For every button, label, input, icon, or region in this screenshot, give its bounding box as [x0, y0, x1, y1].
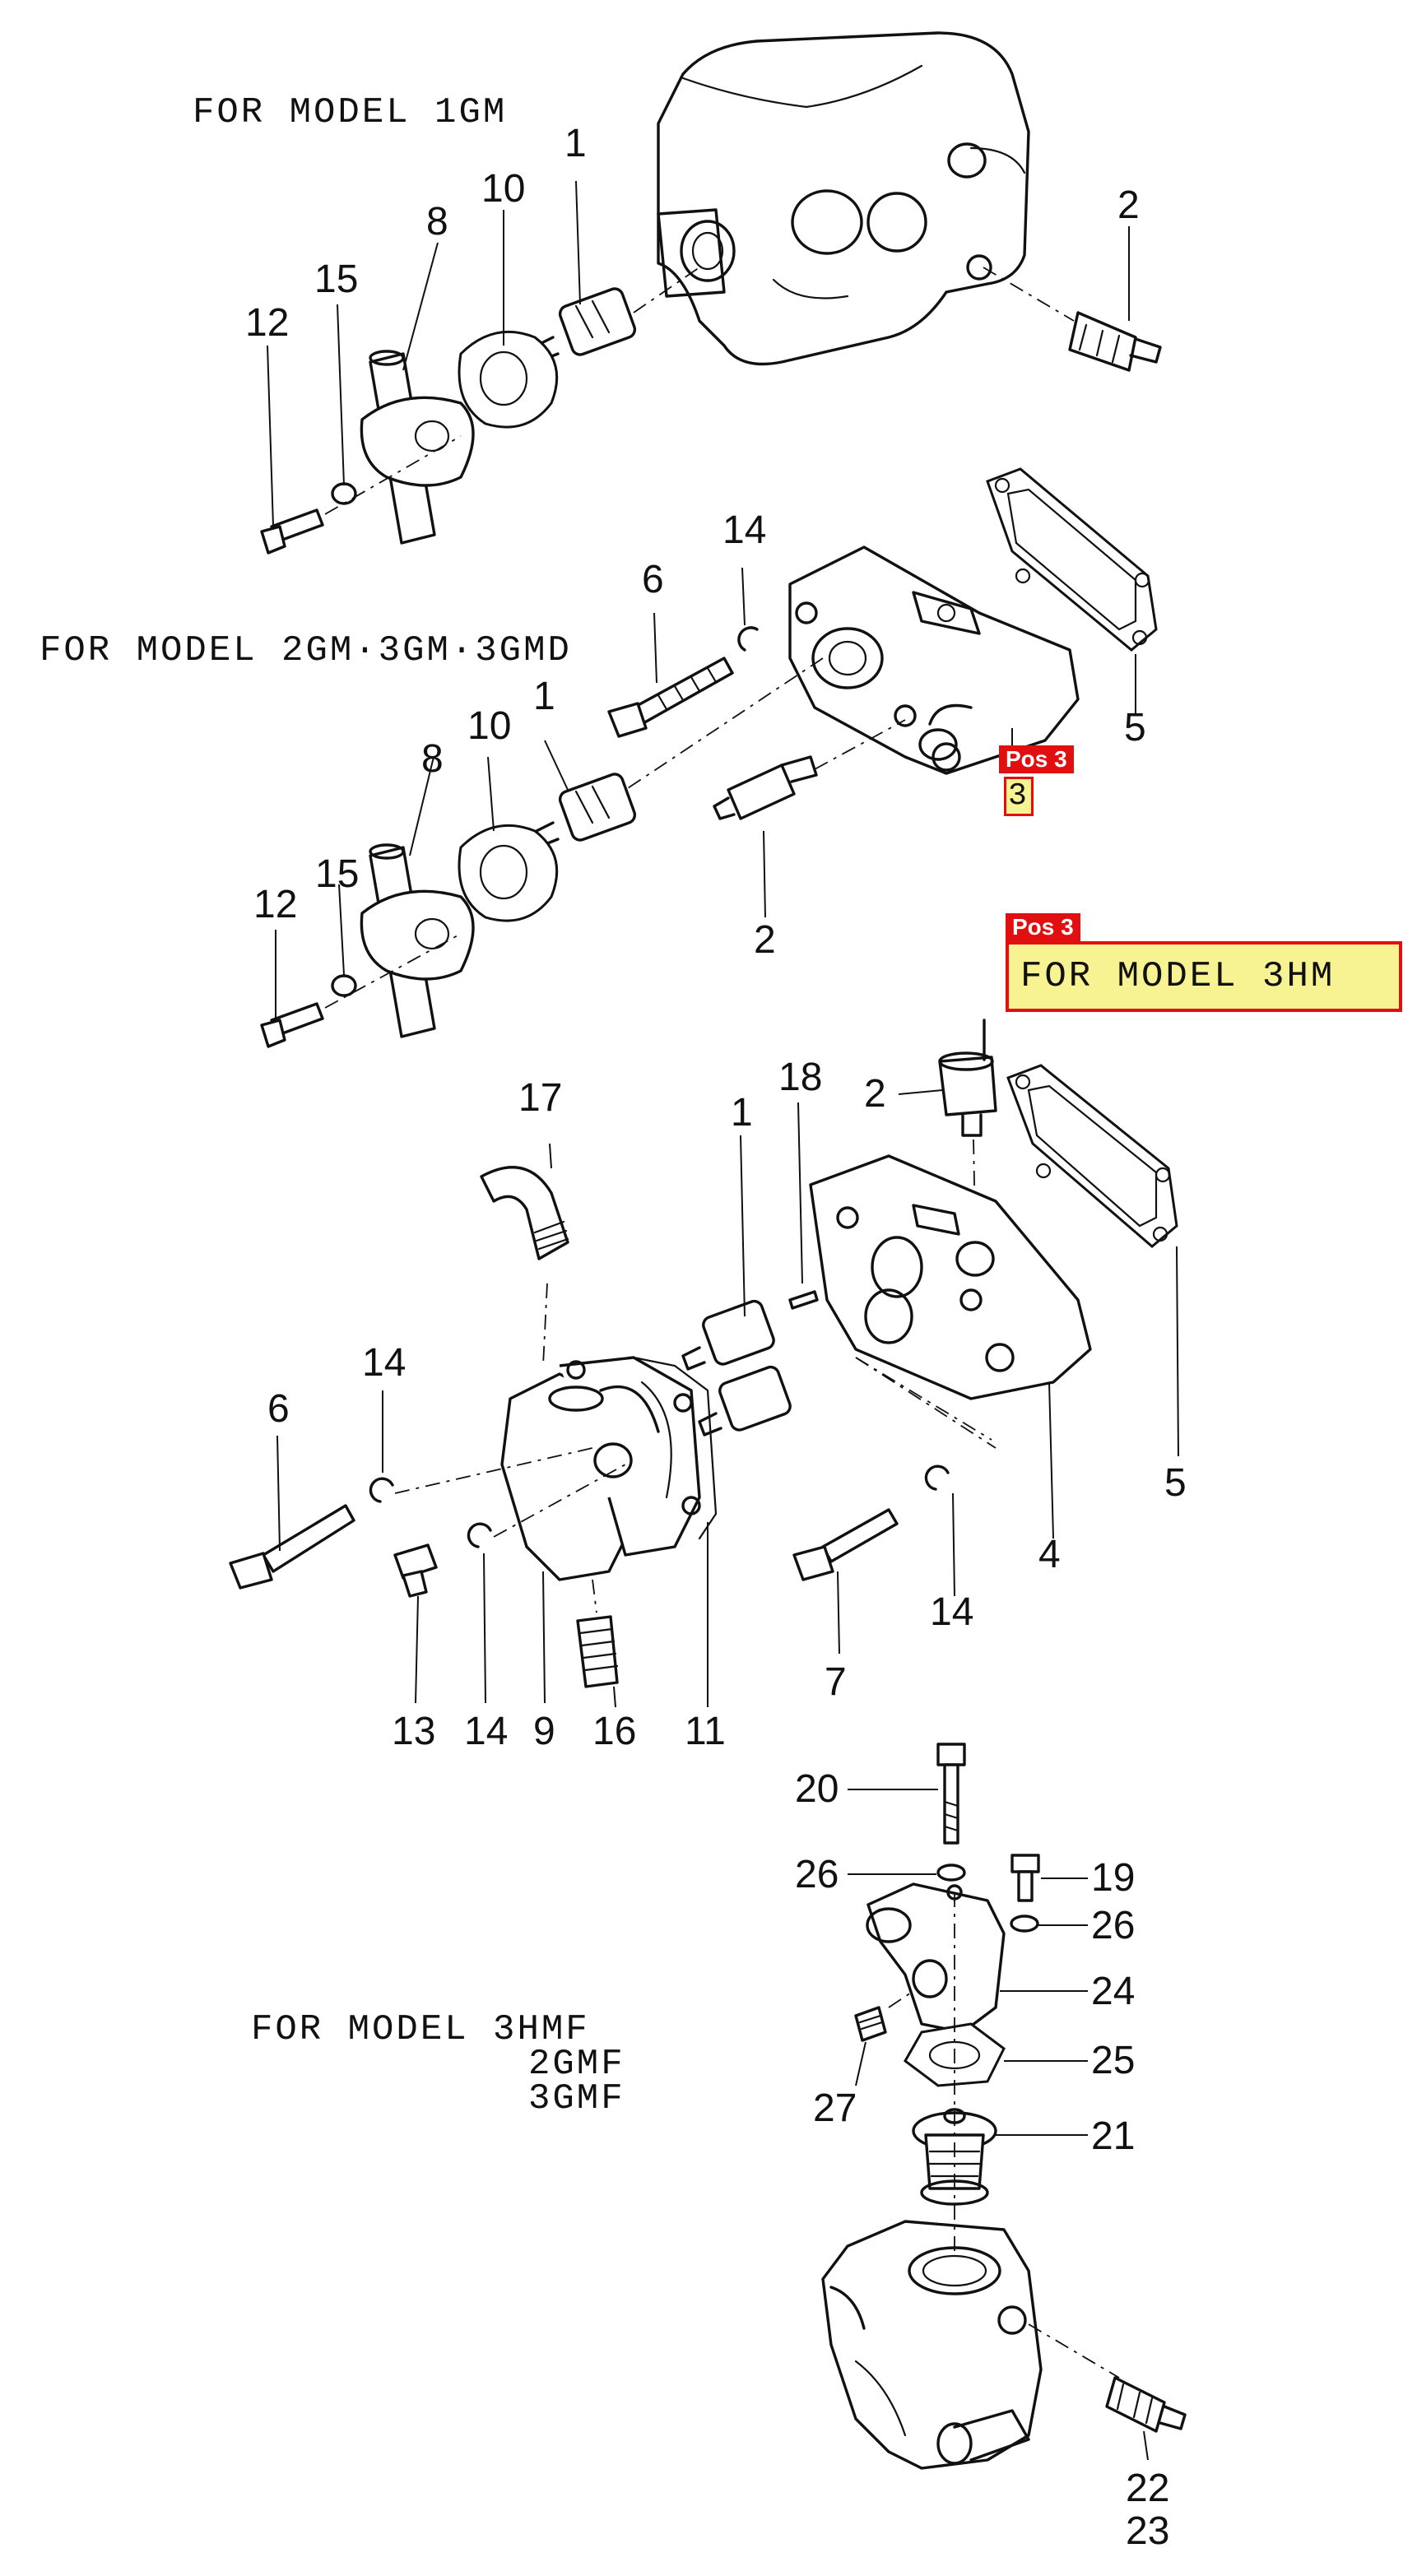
heading-model-3gmf: 3GMF: [528, 2078, 625, 2119]
cylinder-head-1gm: [657, 31, 1030, 366]
svg-text:2: 2: [754, 918, 776, 962]
part-labels-section-1: 1 2 8 10 12 15: [245, 122, 1140, 345]
heading-model-2gmf: 2GMF: [528, 2044, 625, 2085]
svg-text:8: 8: [426, 200, 448, 244]
part-11-gasket: [632, 1356, 718, 1540]
svg-text:10: 10: [481, 167, 525, 211]
svg-text:5: 5: [1124, 706, 1146, 750]
svg-text:22: 22: [1126, 2467, 1169, 2510]
thermostat-housing-base: [821, 2220, 1043, 2470]
part-26-washer-b: [1010, 1915, 1039, 1933]
part-14-circlip: [737, 626, 759, 652]
part-9-pump-body: [500, 1356, 701, 1581]
part-14-circlip-s3b: [467, 1522, 492, 1548]
svg-text:5: 5: [1164, 1461, 1187, 1505]
part-19-bolt: [1010, 1854, 1040, 1902]
svg-text:6: 6: [642, 558, 664, 601]
part-26-washer-a: [936, 1864, 966, 1882]
svg-text:14: 14: [930, 1590, 973, 1634]
svg-text:11: 11: [685, 1710, 726, 1753]
part-3-water-housing: [788, 545, 1080, 775]
part-10-gasket: [458, 330, 559, 429]
part-18-pin: [788, 1290, 819, 1310]
svg-text:14: 14: [362, 1341, 406, 1385]
pos-tag-model: Pos 3: [1006, 913, 1080, 941]
svg-text:1: 1: [533, 675, 555, 718]
svg-text:24: 24: [1091, 1970, 1135, 2013]
part-1-thermostat-s2: [535, 773, 637, 847]
svg-text:26: 26: [795, 1853, 839, 1896]
highlight-callout-3[interactable]: 3: [1004, 777, 1034, 816]
heading-model-1gm: FOR MODEL 1GM: [193, 92, 507, 133]
part-21-thermostat: [912, 2108, 997, 2206]
svg-text:27: 27: [813, 2086, 857, 2130]
part-1-thermostat-s3a: [681, 1299, 775, 1371]
part-14-circlip-s3a: [369, 1477, 394, 1503]
part-13-bolt: [393, 1543, 438, 1598]
highlight-model-3hm[interactable]: FOR MODEL 3HM: [1006, 941, 1402, 1012]
part-labels-section-4: 20 26 19 26 24 25 27 21 22 23: [795, 1767, 1169, 2553]
svg-text:9: 9: [533, 1710, 555, 1753]
part-12-bolt-s2: [260, 1002, 324, 1048]
part-5-gasket-section-3: [1006, 1064, 1178, 1248]
heading-model-2gm-3gm-3gmd: FOR MODEL 2GM·3GM·3GMD: [39, 630, 572, 671]
svg-text:6: 6: [267, 1387, 290, 1431]
svg-text:13: 13: [392, 1710, 435, 1753]
svg-text:14: 14: [722, 508, 766, 552]
svg-text:20: 20: [795, 1767, 839, 1811]
part-labels-section-2: 14 6 5 1 10 8 15 12 2: [253, 508, 1146, 962]
svg-text:2: 2: [864, 1072, 886, 1116]
svg-text:25: 25: [1091, 2039, 1135, 2082]
part-15-washer-s2: [331, 974, 357, 997]
svg-text:1: 1: [564, 122, 587, 165]
svg-text:12: 12: [245, 301, 289, 345]
svg-text:17: 17: [518, 1076, 562, 1120]
part-12-bolt: [260, 508, 324, 555]
part-20-bolt: [936, 1743, 966, 1845]
part-7-bolt: [792, 1508, 899, 1581]
svg-text:16: 16: [592, 1710, 636, 1753]
svg-text:1: 1: [731, 1091, 753, 1135]
svg-text:7: 7: [825, 1660, 847, 1704]
part-27-plug: [854, 2006, 887, 2042]
part-1-thermostat: [535, 287, 637, 362]
svg-text:21: 21: [1091, 2114, 1135, 2158]
svg-text:14: 14: [464, 1710, 508, 1753]
part-8-outlet: [360, 350, 475, 545]
pos-tag-callout: Pos 3: [999, 745, 1074, 773]
part-5-gasket-section-2: [986, 467, 1158, 652]
part-8-outlet-s2: [360, 843, 475, 1038]
svg-text:19: 19: [1091, 1856, 1135, 1900]
svg-text:12: 12: [253, 883, 297, 926]
svg-text:4: 4: [1038, 1533, 1061, 1576]
svg-text:15: 15: [314, 258, 358, 301]
part-6-bolt: [607, 657, 734, 738]
part-14-circlip-s3c: [924, 1464, 950, 1491]
svg-text:18: 18: [778, 1056, 822, 1099]
svg-text:10: 10: [467, 704, 511, 748]
svg-text:26: 26: [1091, 1904, 1135, 1947]
svg-text:2: 2: [1117, 183, 1140, 227]
part-15-washer: [331, 482, 357, 505]
part-2-sender-s3: [938, 1019, 997, 1137]
part-2-sender: [1068, 311, 1162, 372]
heading-model-3hmf: FOR MODEL 3HMF: [251, 2009, 590, 2050]
part-4-water-housing: [809, 1154, 1092, 1400]
svg-text:15: 15: [315, 852, 359, 896]
part-labels-section-3: 17 18 1 2 5 14 6 14 4 7 13 14 9 16 11: [267, 1056, 1187, 1753]
part-24-thermostat-cover: [866, 1882, 1006, 2034]
svg-text:23: 23: [1126, 2509, 1169, 2553]
part-17-hose: [480, 1166, 569, 1260]
part-16-plug: [576, 1615, 619, 1688]
part-6-bolt-s3: [229, 1504, 355, 1590]
part-10-gasket-s2: [458, 824, 559, 922]
part-2-sender-s2: [713, 755, 818, 820]
part-22-23-sender: [1105, 2376, 1187, 2433]
part-1-thermostat-s3b: [698, 1365, 792, 1437]
svg-text:8: 8: [421, 737, 444, 781]
